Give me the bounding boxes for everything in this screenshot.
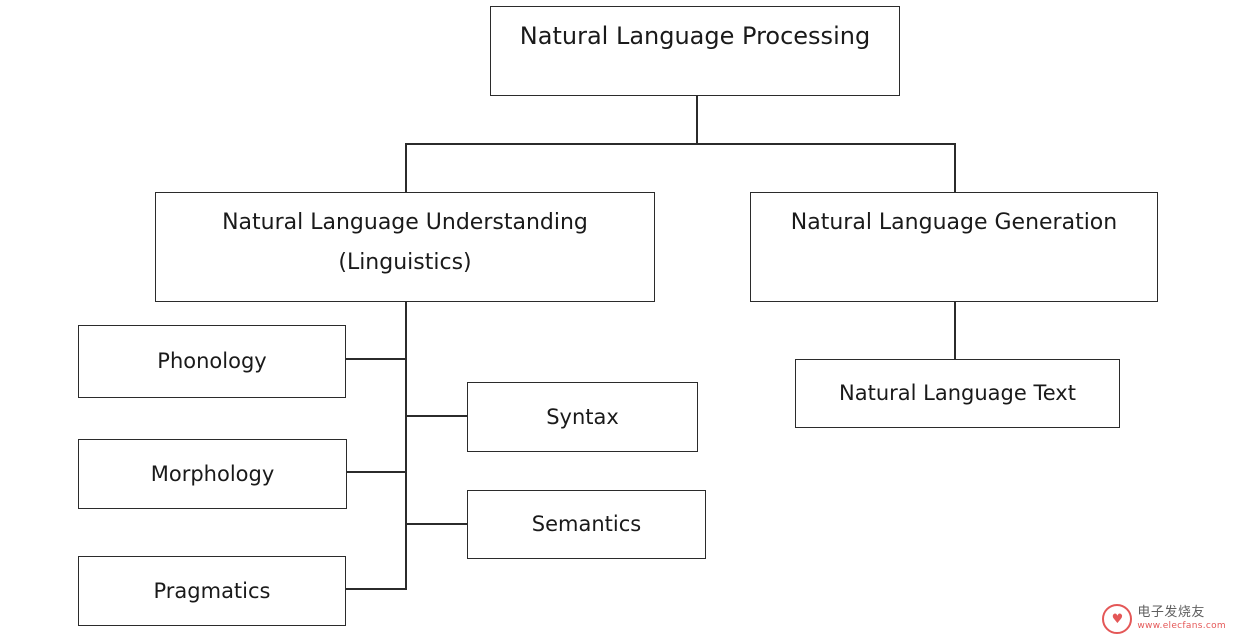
node-pragmatics[interactable]: Pragmatics xyxy=(78,556,346,626)
node-label: Natural Language Generation xyxy=(790,210,1118,235)
node-label-line-2: (Linguistics) xyxy=(338,249,472,275)
node-label: Semantics xyxy=(531,512,642,537)
node-label: Natural Language Text xyxy=(839,381,1076,406)
edge-spine-to-pragmatics xyxy=(345,588,407,590)
edge-spine-to-morphology xyxy=(345,471,407,473)
node-semantics[interactable]: Semantics xyxy=(467,490,706,559)
edge-nlp-to-split xyxy=(696,95,698,145)
edge-spine-to-semantics xyxy=(405,523,468,525)
edge-nlu-spine xyxy=(405,301,407,589)
edge-nlg-to-text xyxy=(954,301,956,359)
node-label-line-1: Natural Language Understanding xyxy=(222,210,588,235)
node-natural-language-text[interactable]: Natural Language Text xyxy=(795,359,1120,428)
edge-spine-to-syntax xyxy=(405,415,468,417)
watermark-site-name: 电子发烧友 xyxy=(1137,605,1205,621)
edge-split-bar xyxy=(405,143,956,145)
edge-split-to-nlu xyxy=(405,143,407,193)
node-label: Phonology xyxy=(157,349,267,374)
node-natural-language-understanding[interactable]: Natural Language Understanding (Linguist… xyxy=(155,192,655,302)
node-label: Morphology xyxy=(150,461,275,486)
node-label: Natural Language Processing xyxy=(519,22,871,50)
node-phonology[interactable]: Phonology xyxy=(78,325,346,398)
node-natural-language-generation[interactable]: Natural Language Generation xyxy=(750,192,1158,302)
node-natural-language-processing[interactable]: Natural Language Processing xyxy=(490,6,900,96)
node-morphology[interactable]: Morphology xyxy=(78,439,347,509)
edge-spine-to-phonology xyxy=(345,358,407,360)
node-label: Pragmatics xyxy=(153,578,271,603)
node-label: Syntax xyxy=(546,404,619,429)
watermark-logo-icon: ♥ xyxy=(1102,604,1133,634)
node-syntax[interactable]: Syntax xyxy=(467,382,698,452)
watermark: ♥ 电子发烧友 www.elecfans.com xyxy=(1102,604,1226,634)
watermark-url: www.elecfans.com xyxy=(1137,621,1226,632)
edge-split-to-nlg xyxy=(954,143,956,193)
